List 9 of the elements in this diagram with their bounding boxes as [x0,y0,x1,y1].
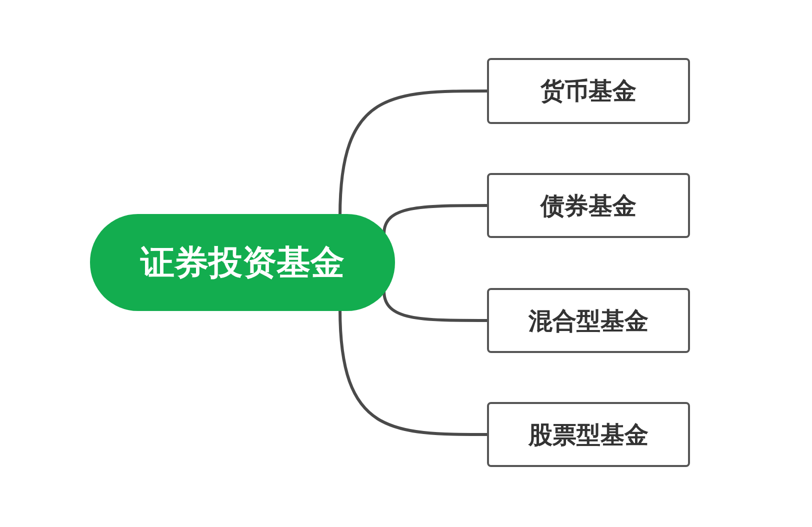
topic-box: 债券基金 [487,173,690,238]
connector [382,204,487,234]
connector [338,90,487,216]
topic-box: 混合型基金 [487,288,690,353]
connector [338,308,487,436]
connector [382,290,487,322]
topic-box: 货币基金 [487,58,690,124]
topic-box: 股票型基金 [487,402,690,467]
central-topic: 证券投资基金 [90,214,395,311]
